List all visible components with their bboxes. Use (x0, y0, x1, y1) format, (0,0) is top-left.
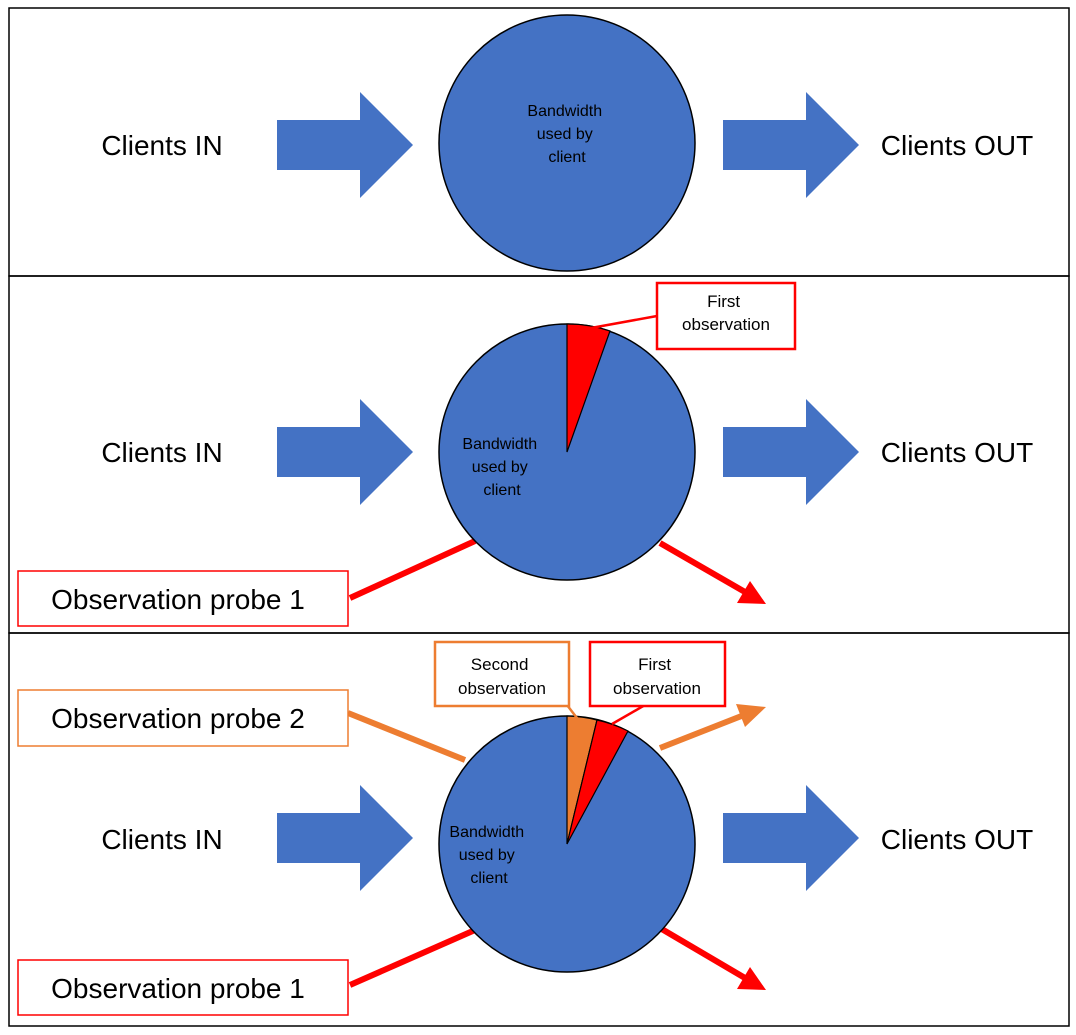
probe-1-label: Observation probe 1 (51, 584, 305, 615)
probe-2-arrow-in (346, 710, 467, 763)
panel-3: Clients IN Bandwidth used by client Seco… (17, 640, 1033, 1016)
clients-in-arrow (277, 785, 413, 891)
panel-1: Clients IN Bandwidth used by client Clie… (101, 14, 1033, 272)
probe-2-box (17, 689, 349, 747)
circle-label: Bandwidth used by client (527, 103, 606, 166)
clients-out-label: Clients OUT (881, 437, 1033, 468)
clients-out-arrow (723, 785, 859, 891)
probe-1-box (17, 570, 349, 627)
circle-label: Bandwidth used by client (449, 824, 528, 887)
probe-1-arrow-out (658, 925, 747, 981)
clients-out-arrow (723, 92, 859, 198)
clients-in-label: Clients IN (101, 437, 222, 468)
probe-1-arrowhead (737, 967, 766, 990)
first-observation-box (588, 640, 727, 708)
second-observation-leader (566, 704, 581, 723)
clients-in-arrow (277, 92, 413, 198)
clients-in-label: Clients IN (101, 824, 222, 855)
probe-1-arrow-out (658, 540, 747, 595)
probe-1-label: Observation probe 1 (51, 973, 305, 1004)
clients-out-label: Clients OUT (881, 130, 1033, 161)
circle-label: Bandwidth used by client (462, 436, 541, 499)
probe-2-label: Observation probe 2 (51, 703, 305, 734)
clients-out-arrow (723, 399, 859, 505)
probe-2-arrowhead (736, 704, 766, 727)
first-observation-slice (566, 323, 611, 453)
first-observation-leader (611, 703, 646, 726)
probe-2-arrow-out (658, 712, 746, 751)
bandwidth-circle (438, 14, 696, 272)
clients-out-label: Clients OUT (881, 824, 1033, 855)
probe-1-arrowhead (737, 581, 766, 604)
second-observation-box (433, 640, 571, 708)
probe-1-arrow-in (348, 538, 477, 601)
first-observation-label: First observation (613, 655, 701, 698)
second-observation-label: Second observation (458, 655, 546, 698)
first-observation-label: First observation (682, 292, 770, 334)
panel-3-frame (8, 632, 1070, 1027)
probe-1-box (17, 959, 349, 1016)
panel-2: Clients IN Bandwidth used by client Firs… (17, 281, 1033, 627)
probe-1-arrow-in (348, 927, 477, 988)
first-observation-box (655, 281, 797, 351)
first-observation-leader (579, 314, 658, 332)
clients-in-arrow (277, 399, 413, 505)
clients-in-label: Clients IN (101, 130, 222, 161)
